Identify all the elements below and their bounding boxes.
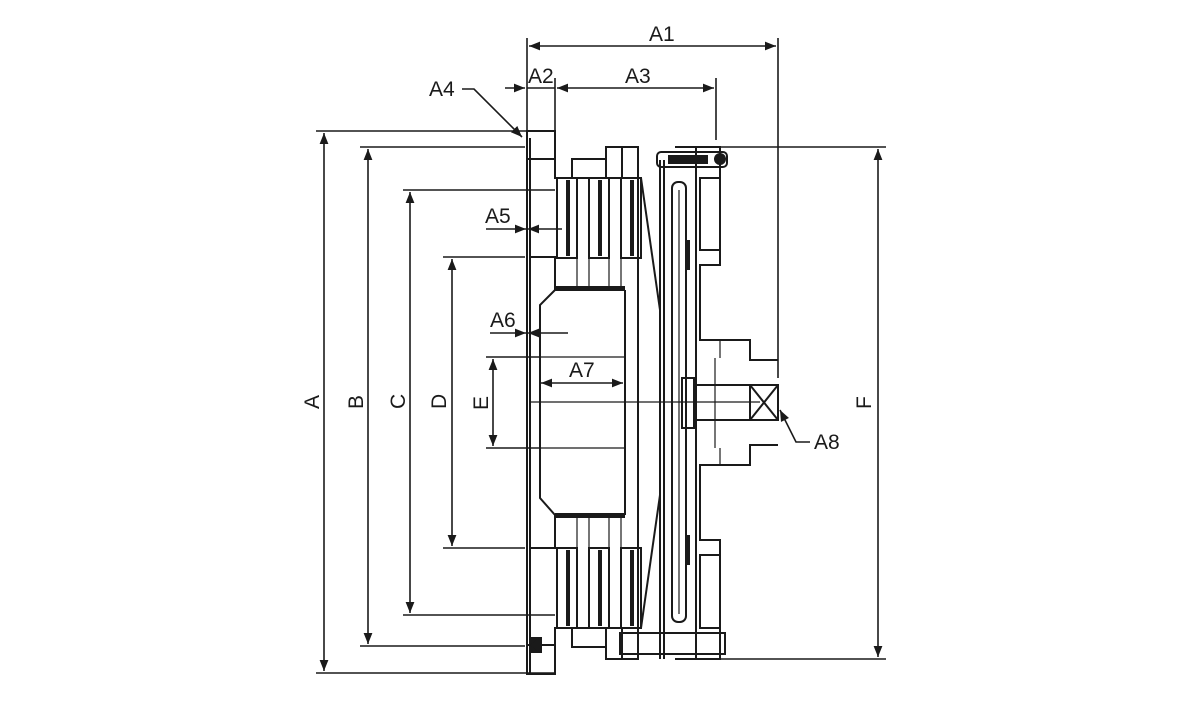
label-b: B xyxy=(345,395,368,409)
label-a6: A6 xyxy=(490,309,516,332)
label-d: D xyxy=(428,394,451,409)
bottom-disc-stack xyxy=(556,515,642,660)
label-a3: A3 xyxy=(625,65,651,88)
label-a5: A5 xyxy=(485,205,511,228)
dimension-labels: A1 A2 A3 A4 A5 A6 A7 A8 A B C D E F xyxy=(301,23,876,454)
label-a7: A7 xyxy=(569,359,595,382)
label-e: E xyxy=(470,396,493,410)
label-a1: A1 xyxy=(649,23,675,46)
label-a8: A8 xyxy=(814,431,840,454)
top-disc-stack xyxy=(556,146,642,290)
clutch-part-outline xyxy=(526,130,779,675)
label-c: C xyxy=(387,394,410,409)
label-a4: A4 xyxy=(429,78,455,101)
label-f: F xyxy=(853,396,876,409)
label-a: A xyxy=(301,395,324,409)
dimension-lines xyxy=(316,38,886,674)
label-a2: A2 xyxy=(528,65,554,88)
